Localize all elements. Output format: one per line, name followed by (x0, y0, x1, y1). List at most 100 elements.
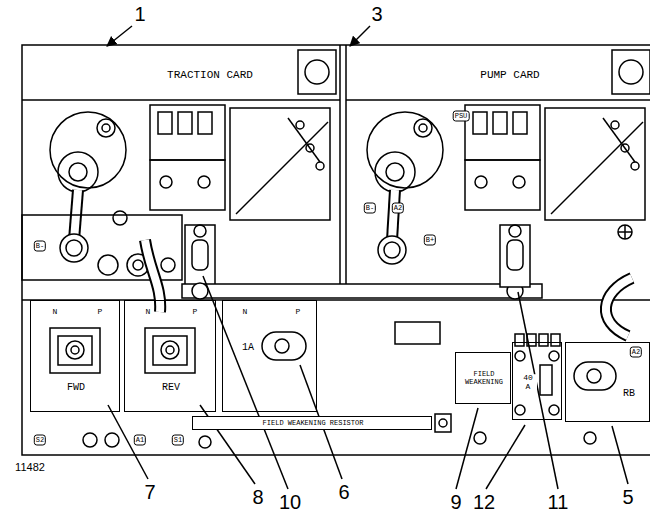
callout-number: 12 (473, 492, 495, 512)
pump-card-parts-shape (419, 124, 427, 132)
pump-card-parts-shape (606, 278, 632, 336)
pump-card-parts-shape (606, 278, 632, 336)
part-label: 1A (240, 342, 256, 353)
terminal-label: S2 (34, 435, 46, 446)
traction-card-parts-shape (316, 162, 324, 170)
leader-line (107, 26, 628, 489)
traction-card-parts-shape (50, 112, 126, 188)
pump-card-parts-shape (414, 119, 432, 137)
pump-card-parts-shape (375, 152, 415, 192)
leader-line-shape (108, 405, 148, 479)
bus-bar-shape (182, 284, 542, 298)
contactor-parts-shape (199, 436, 211, 448)
contactor-parts-shape (574, 362, 616, 390)
pump-card-parts-shape (473, 112, 487, 134)
pump-card-parts-shape (367, 112, 443, 188)
contactor-parts-shape (474, 432, 486, 444)
contactor-parts-shape (515, 405, 525, 415)
traction-card-parts-shape (198, 112, 212, 134)
contactor-parts-shape (166, 346, 174, 354)
traction-card-parts-shape (160, 176, 172, 188)
contactor-parts-shape (66, 341, 84, 359)
resistor-bar: FIELD WEAKENING RESISTOR (192, 416, 432, 430)
part-label: PUMP CARD (478, 69, 541, 81)
panel-frame-shape (22, 99, 340, 101)
callout-number: 8 (252, 487, 263, 507)
callout-number: 11 (548, 492, 569, 512)
pump-card-parts-shape (551, 122, 643, 214)
traction-card-parts-shape (236, 122, 328, 214)
pump-card-parts-shape (384, 242, 400, 258)
contactor-parts-shape (540, 365, 552, 395)
traction-card-parts-shape (69, 163, 87, 181)
bus-bar-shape (192, 283, 208, 299)
pump-card-parts-shape (603, 118, 635, 162)
contactor-parts-shape (515, 334, 524, 346)
terminal-label: B- (34, 241, 46, 252)
contactor-parts-shape (83, 433, 97, 447)
traction-card-parts-shape (158, 112, 172, 134)
contactor-parts-shape (515, 351, 525, 361)
contactor-box: 1A (222, 300, 317, 412)
pump-card-parts-shape (624, 225, 626, 239)
contactor-parts-shape (435, 414, 451, 432)
callout-number: 1 (134, 4, 145, 24)
callout-number: 3 (371, 4, 382, 24)
traction-card-parts-shape (185, 225, 215, 287)
traction-card-parts-shape (60, 234, 88, 262)
part-label: TRACTION CARD (165, 69, 255, 81)
terminal-label: A2 (392, 203, 404, 214)
contactor-parts-shape (262, 332, 306, 360)
part-label: REV (160, 382, 182, 393)
leader-line-shape (518, 292, 558, 489)
terminal-label: A2 (630, 347, 642, 358)
terminal-label: PSU (453, 111, 470, 122)
terminal-label: P (192, 308, 199, 316)
pump-card-parts-shape (507, 240, 523, 270)
terminal-label: P (295, 308, 302, 316)
contactor-parts-shape (71, 346, 79, 354)
pump-card-parts-shape (621, 144, 629, 152)
traction-card-parts-shape (58, 152, 98, 192)
panel-frame (22, 45, 650, 455)
pump-card-parts-shape (465, 105, 540, 160)
contactor-parts (50, 322, 616, 448)
panel-frame-shape (305, 60, 329, 84)
traction-card-parts-shape (198, 176, 210, 188)
bus-bar (182, 283, 542, 299)
contactor-parts-shape (145, 328, 195, 373)
leader-line-shape (456, 408, 478, 489)
contactor-parts-shape (539, 334, 548, 346)
figure-number: 11482 (15, 462, 45, 473)
pump-card-parts-shape (386, 163, 404, 181)
traction-card-parts-shape (230, 108, 330, 220)
pump-card-parts-shape (465, 160, 540, 210)
traction-card-parts-shape (192, 240, 208, 270)
panel-frame-shape (298, 50, 336, 94)
callout-number: 10 (279, 492, 301, 512)
leader-line-shape (107, 26, 132, 46)
contactor-parts-shape (551, 334, 560, 346)
callout-number: 5 (622, 487, 633, 507)
pump-card-parts-shape (509, 225, 521, 237)
traction-card-parts-shape (306, 144, 314, 152)
terminal-label: N (242, 308, 249, 316)
traction-card-parts-shape (150, 160, 225, 210)
panel-frame-shape (346, 99, 650, 101)
contactor-parts-shape (584, 432, 596, 444)
pump-card-parts-shape (618, 225, 632, 239)
contactor-parts-shape (161, 341, 179, 359)
pump-card-parts (367, 105, 645, 336)
traction-card-parts-shape (194, 225, 206, 237)
contactor-parts-shape (549, 351, 559, 361)
traction-card-parts-shape (102, 124, 110, 132)
pump-card-parts-shape (545, 108, 645, 220)
panel-frame-shape (22, 45, 650, 455)
callout-number: 7 (144, 482, 155, 502)
contactor-parts-shape (275, 339, 289, 353)
fuse-holder: 40 A (512, 342, 562, 420)
terminal-label: S1 (172, 435, 184, 446)
contactor-parts-shape (549, 405, 559, 415)
callout-number: 9 (450, 492, 461, 512)
